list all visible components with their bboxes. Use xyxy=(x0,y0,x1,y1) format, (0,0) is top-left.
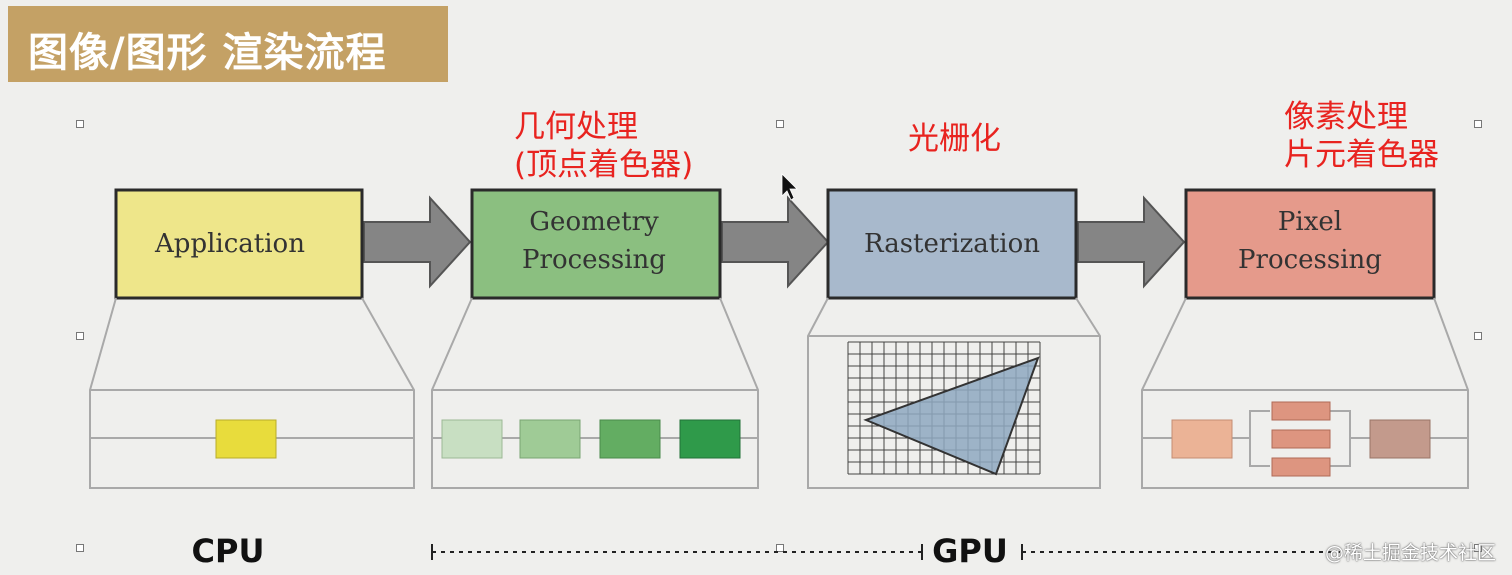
pixel-parallel-block-3 xyxy=(1271,457,1331,477)
pixel-annotation-line1: 像素处理 xyxy=(1284,99,1408,135)
selection-handle[interactable] xyxy=(76,544,84,552)
selection-handle[interactable] xyxy=(1474,332,1482,340)
selection-handle[interactable] xyxy=(76,120,84,128)
pixel-output-block xyxy=(1369,419,1431,459)
raster-annotation: 光栅化 xyxy=(908,121,1001,157)
stage-box-geometry xyxy=(470,188,722,300)
gpu-label: GPU xyxy=(932,532,1008,570)
geometry-block-4 xyxy=(679,419,741,459)
selection-handle[interactable] xyxy=(776,544,784,552)
geometry-annotation-line2: (顶点着色器) xyxy=(514,147,694,183)
geometry-block-3 xyxy=(599,419,661,459)
pixel-input-block xyxy=(1171,419,1233,459)
stage-label-rasterization: Rasterization xyxy=(864,229,1040,259)
watermark: @稀土掘金技术社区 xyxy=(1324,542,1496,564)
stage-label-geometry-line1: Geometry xyxy=(529,207,659,237)
mouse-cursor-icon xyxy=(781,173,798,201)
detail-panel-geometry xyxy=(431,297,759,489)
title-banner: 图像/图形 渲染流程 xyxy=(8,6,448,82)
selection-handle[interactable] xyxy=(776,120,784,128)
stage-box-pixel xyxy=(1184,188,1436,300)
arrow-app-to-geometry xyxy=(363,195,472,289)
detail-panel-application xyxy=(89,297,415,489)
pixel-annotation-line2: 片元着色器 xyxy=(1284,137,1439,173)
stage-label-pixel-line2: Processing xyxy=(1238,245,1382,275)
pixel-parallel-block-1 xyxy=(1271,401,1331,421)
selection-handle[interactable] xyxy=(1474,120,1482,128)
stage-label-geometry-line2: Processing xyxy=(522,245,666,275)
selection-handle[interactable] xyxy=(76,332,84,340)
stage-box-rasterization xyxy=(826,188,1078,300)
pixel-parallel-block-2 xyxy=(1271,429,1331,449)
arrow-raster-to-pixel xyxy=(1077,195,1186,289)
stage-label-pixel-line1: Pixel xyxy=(1278,207,1342,237)
geometry-block-2 xyxy=(519,419,581,459)
detail-panel-rasterization xyxy=(807,297,1101,489)
page-title: 图像/图形 渲染流程 xyxy=(28,30,387,76)
application-block xyxy=(215,419,277,459)
stage-label-application: Application xyxy=(154,229,305,259)
cpu-label: CPU xyxy=(192,532,265,570)
arrow-geometry-to-raster xyxy=(721,195,830,289)
selection-handle[interactable] xyxy=(1474,544,1482,552)
stage-box-application xyxy=(114,188,364,300)
raster-triangle xyxy=(863,356,1040,476)
geometry-block-1 xyxy=(441,419,503,459)
geometry-annotation-line1: 几何处理 xyxy=(514,109,638,145)
